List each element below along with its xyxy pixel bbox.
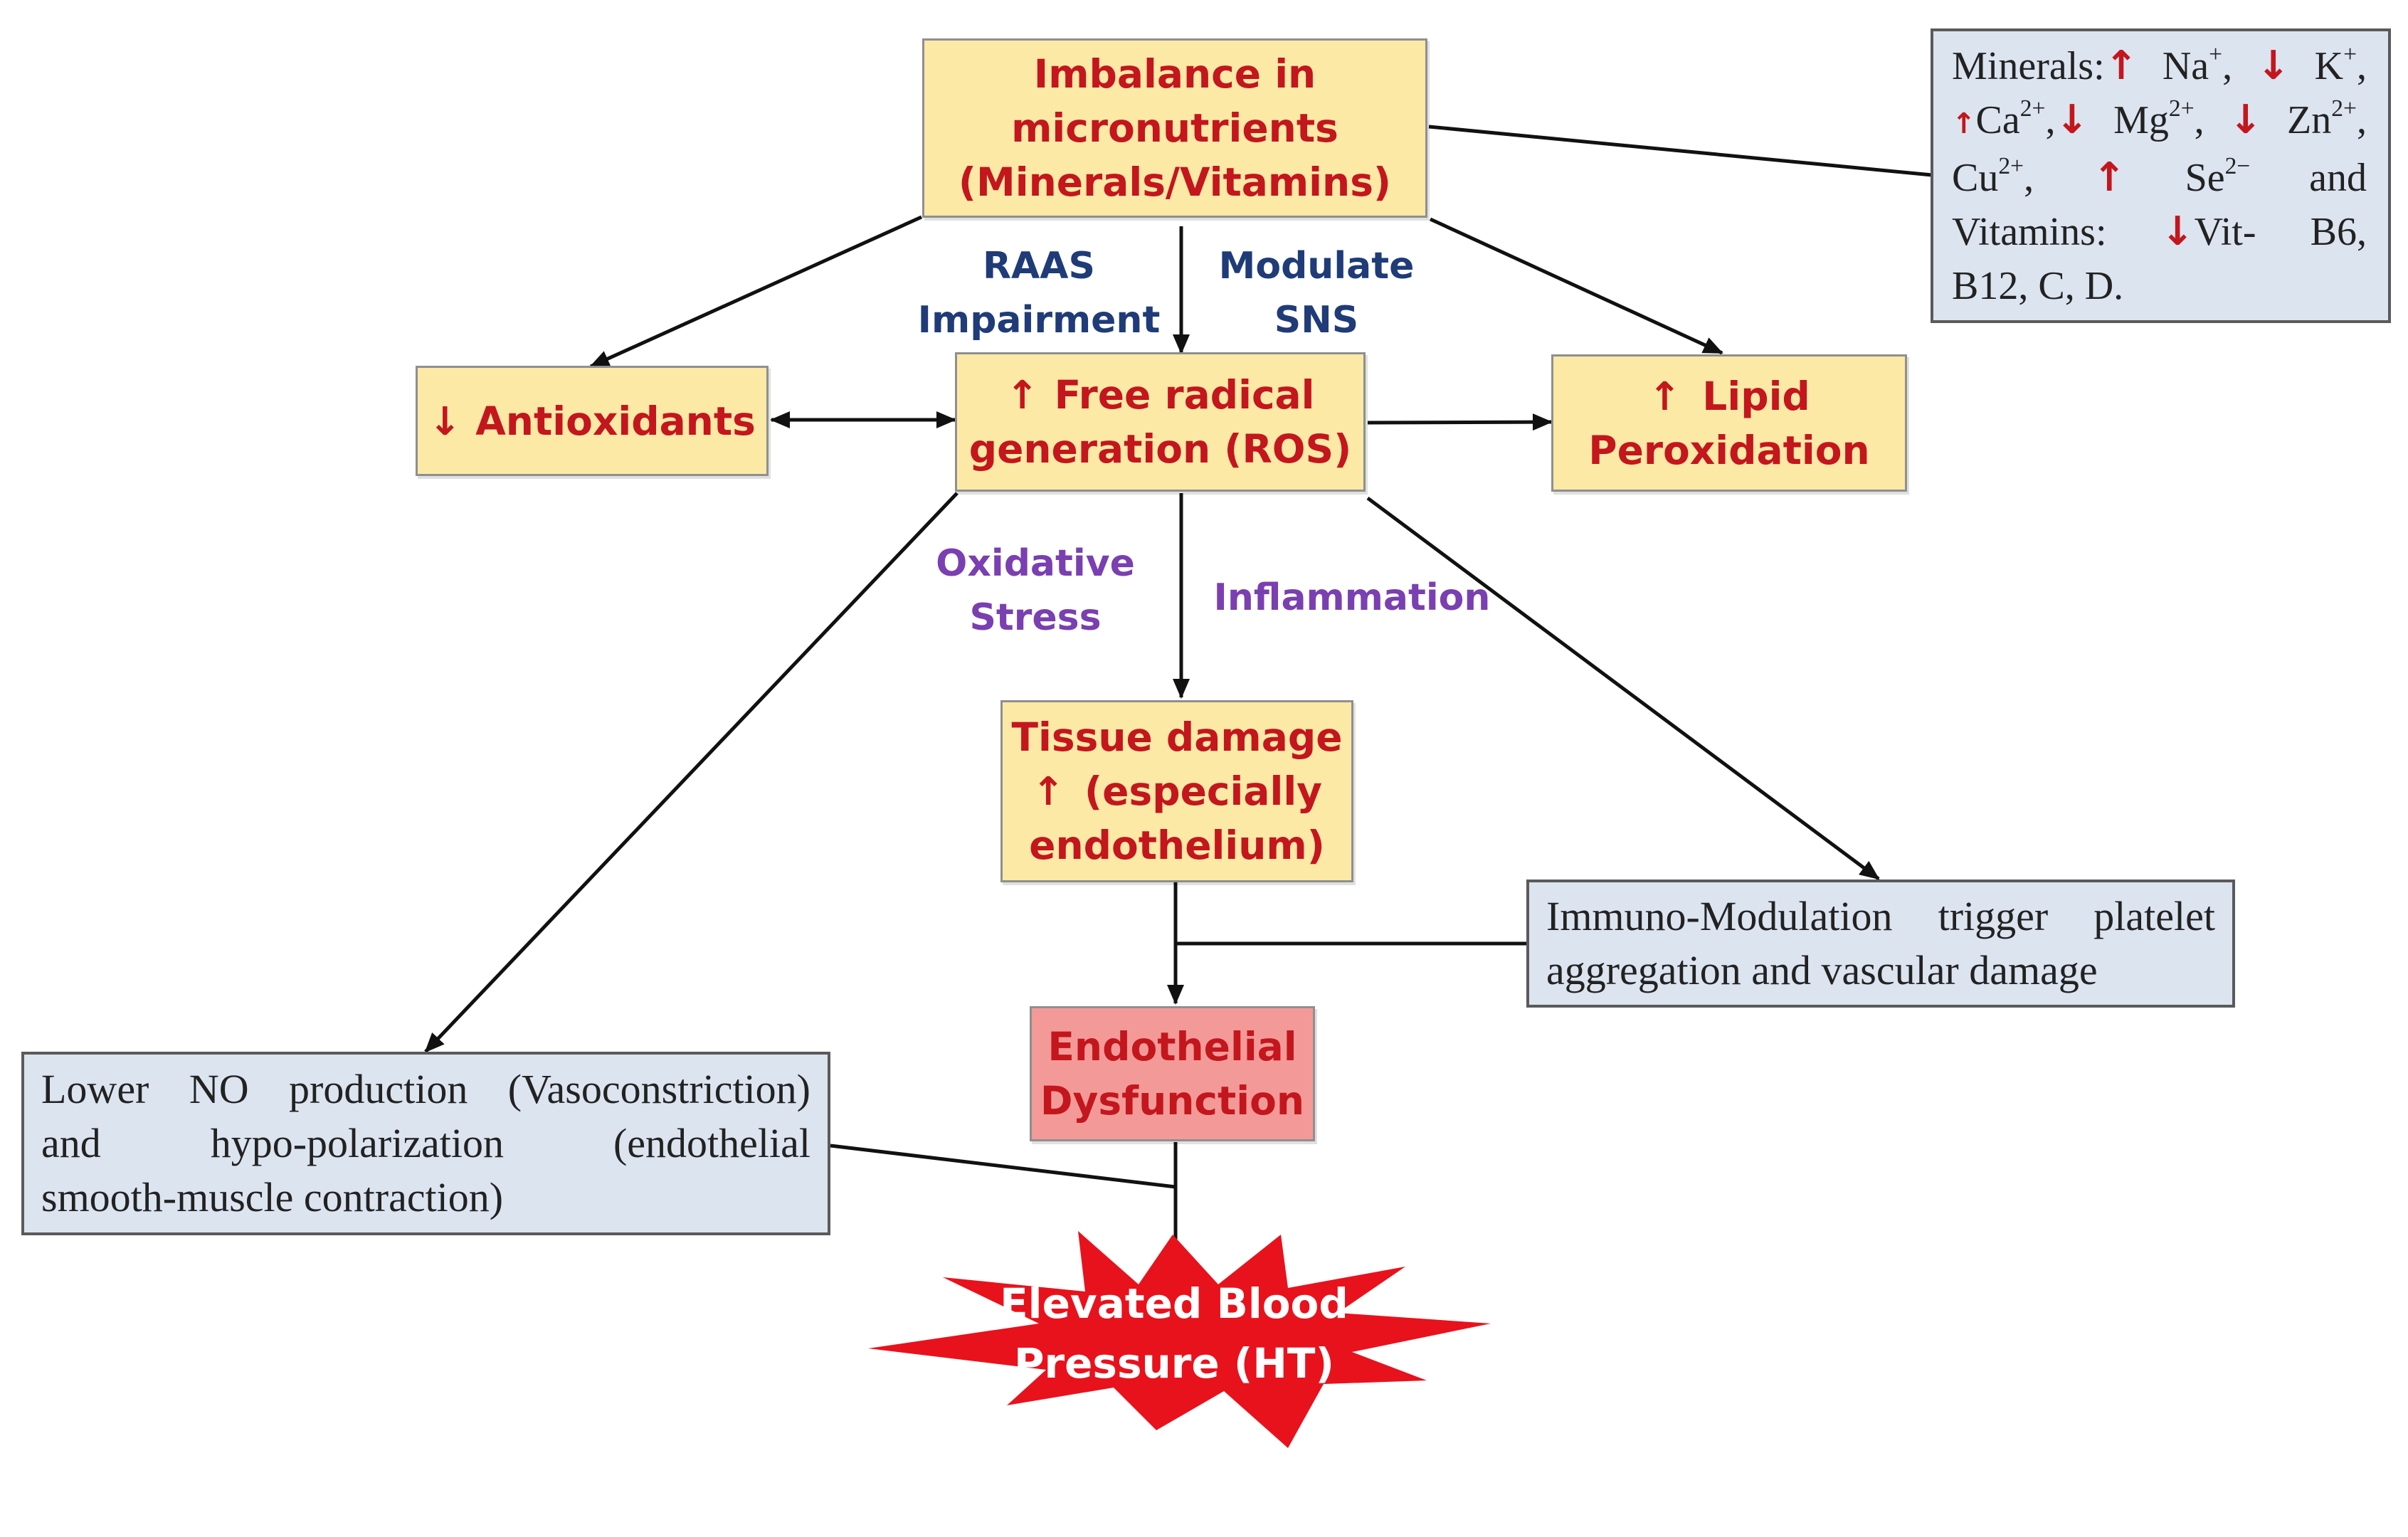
imbalance-line3: (Minerals/Vitamins)	[958, 159, 1392, 205]
arrow-imbalance-antioxidants	[589, 215, 923, 369]
magnesium-text: Mg	[2113, 97, 2169, 142]
lipid-line2: Peroxidation	[1588, 427, 1870, 473]
elevated-bp-line1: Elevated Blood	[1000, 1279, 1348, 1328]
sns-line2: SNS	[1274, 299, 1359, 342]
copper-charge: 2+	[1998, 153, 2024, 180]
down-arrow-icon: ↓	[2160, 208, 2195, 255]
minerals-label: Minerals:	[1952, 43, 2105, 88]
oxidative-line1: Oxidative	[936, 542, 1135, 585]
free-radical-line2: generation (ROS)	[968, 426, 1352, 472]
label-inflammation: Inflammation	[1210, 571, 1494, 625]
up-arrow-icon: ↑	[1005, 372, 1039, 418]
magnesium-charge: 2+	[2168, 95, 2195, 122]
minerals-text: Minerals:↑ Na+, ↓ K+, ↑Ca2+,↓ Mg2+, ↓ Zn…	[1952, 39, 2367, 313]
label-modulate-sns: Modulate SNS	[1203, 239, 1430, 347]
b6-text: B6,	[2310, 209, 2367, 254]
node-lower-no: Lower NO production (Vasoconstriction) a…	[21, 1052, 830, 1235]
down-arrow-icon: ↓	[2229, 96, 2263, 143]
node-imbalance: Imbalance in micronutrients (Minerals/Vi…	[922, 38, 1427, 218]
lower-no-line3: smooth-muscle contraction)	[41, 1174, 504, 1220]
endothelial-line2: Dysfunction	[1040, 1078, 1305, 1124]
vitamins-rest: B12, C, D.	[1952, 263, 2124, 308]
arrow-free-radical-immuno	[1366, 496, 1880, 881]
down-arrow-icon: ↓	[2256, 42, 2291, 89]
node-antioxidants: ↓ Antioxidants	[416, 366, 769, 476]
tissue-line3: endothelium)	[1029, 823, 1325, 868]
node-elevated-bp: Elevated Blood Pressure (HT)	[961, 1274, 1388, 1393]
raas-line1: RAAS	[983, 245, 1095, 287]
raas-line2: Impairment	[917, 299, 1161, 342]
immuno-line1: Immuno-Modulation trigger platelet	[1546, 893, 2215, 939]
zinc-charge: 2+	[2331, 95, 2357, 122]
up-arrow-icon: ↑	[1952, 107, 1976, 140]
calcium-charge: 2+	[2019, 95, 2046, 122]
sns-line1: Modulate	[1218, 245, 1415, 287]
oxidative-line2: Stress	[969, 596, 1102, 639]
elevated-bp-line2: Pressure (HT)	[1013, 1339, 1335, 1388]
sodium-charge: +	[2209, 41, 2223, 68]
arrow-imbalance-lipid	[1429, 217, 1723, 355]
imbalance-line1: Imbalance in	[1033, 51, 1316, 97]
arrow-free-radical-lipid	[1367, 413, 1553, 431]
connector-imbalance-minerals	[1428, 125, 1933, 177]
selenium-charge: 2−	[2224, 153, 2251, 180]
down-arrow-icon: ↓	[428, 398, 462, 444]
copper-text: Cu	[1952, 155, 1999, 200]
up-arrow-icon: ↑	[2104, 42, 2138, 89]
and-text: and	[2309, 155, 2367, 200]
sodium-text: Na	[2162, 43, 2209, 88]
vitamins-label: Vitamins:	[1952, 209, 2107, 254]
node-lipid-peroxidation: ↑ Lipid Peroxidation	[1551, 354, 1907, 492]
potassium-charge: +	[2343, 41, 2357, 68]
connector-lower-no-join	[830, 1143, 1176, 1189]
potassium-text: K	[2314, 43, 2344, 88]
label-oxidative-stress: Oxidative Stress	[918, 537, 1153, 645]
calcium-text: Ca	[1975, 97, 2020, 142]
vit-text: Vit-	[2194, 209, 2256, 254]
tissue-line1: Tissue damage	[1011, 714, 1343, 760]
node-endothelial-dysfunction: Endothelial Dysfunction	[1030, 1006, 1315, 1141]
selenium-text: Se	[2185, 155, 2225, 200]
antioxidants-label: Antioxidants	[475, 398, 756, 444]
inflammation-text: Inflammation	[1213, 576, 1491, 619]
arrow-free-radical-lower-no	[424, 492, 959, 1053]
node-minerals: Minerals:↑ Na+, ↓ K+, ↑Ca2+,↓ Mg2+, ↓ Zn…	[1931, 28, 2391, 323]
lipid-line1: Lipid	[1702, 373, 1810, 419]
tissue-line2: (especially	[1084, 768, 1323, 814]
starburst-shape	[868, 1231, 1491, 1448]
lower-no-line1: Lower NO production (Vasoconstriction)	[41, 1066, 810, 1112]
down-arrow-icon: ↓	[2055, 96, 2089, 143]
node-tissue-damage: Tissue damage ↑ (especially endothelium)	[1000, 700, 1353, 882]
lower-no-line2: and hypo-polarization (endothelial	[41, 1120, 810, 1166]
node-free-radical: ↑ Free radical generation (ROS)	[955, 352, 1366, 492]
endothelial-line1: Endothelial	[1047, 1024, 1297, 1069]
node-immuno-modulation: Immuno-Modulation trigger platelet aggre…	[1526, 880, 2235, 1008]
up-arrow-icon: ↑	[1031, 768, 1065, 814]
up-arrow-icon: ↑	[2092, 154, 2126, 201]
label-raas-impairment: RAAS Impairment	[911, 239, 1167, 347]
zinc-text: Zn	[2287, 97, 2332, 142]
up-arrow-icon: ↑	[1648, 373, 1681, 419]
free-radical-line1: Free radical	[1054, 372, 1315, 418]
imbalance-line2: micronutrients	[1011, 105, 1338, 151]
immuno-line2: aggregation and vascular damage	[1546, 947, 2098, 993]
